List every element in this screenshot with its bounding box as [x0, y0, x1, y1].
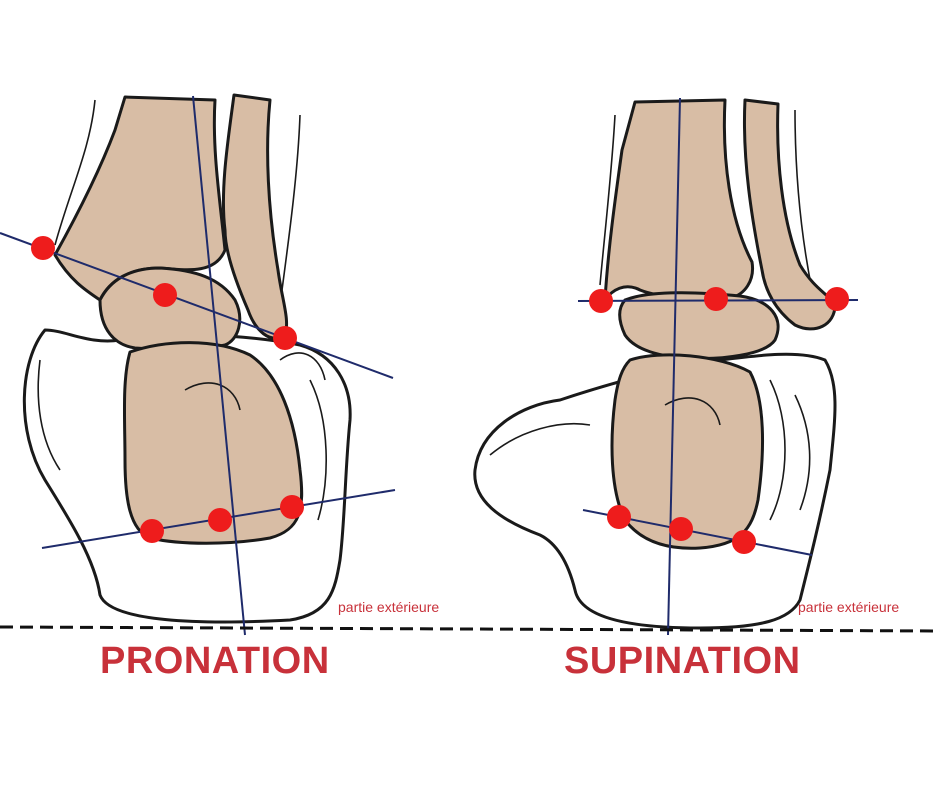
right-leg-axis [667, 97, 681, 636]
pronation-title: PRONATION [100, 640, 330, 682]
left-marker-medial-malleolus [31, 236, 55, 260]
left-marker-talus [153, 283, 177, 307]
left-marker-heel-outer [280, 495, 304, 519]
right-fibula [742, 98, 837, 331]
left-fibula [221, 93, 289, 340]
left-marker-heel-center [208, 508, 232, 532]
right-marker-talus [704, 287, 728, 311]
right-talus [618, 291, 780, 360]
left-leg-outline-inner [54, 99, 96, 246]
pronation-illustration [0, 93, 396, 636]
pronation-side-label: partie extérieure [338, 599, 440, 615]
right-marker-heel-outer [732, 530, 756, 554]
left-calcaneus [122, 341, 304, 545]
right-leg-outline-inner [599, 114, 616, 286]
supination-side-label: partie extérieure [798, 599, 900, 615]
supination-title: SUPINATION [564, 640, 801, 682]
left-leg-outline-outer [281, 114, 301, 291]
right-marker-lateral-malleolus [825, 287, 849, 311]
right-marker-heel-inner [607, 505, 631, 529]
left-malleolar-axis [0, 232, 394, 379]
left-talus [98, 266, 242, 351]
left-leg-axis [192, 95, 246, 636]
left-marker-heel-inner [140, 519, 164, 543]
ground-line [0, 625, 940, 633]
right-leg-outline-outer [794, 109, 813, 291]
supination-illustration [473, 97, 859, 636]
right-marker-medial-malleolus [589, 289, 613, 313]
right-marker-heel-center [669, 517, 693, 541]
left-marker-lateral-malleolus [273, 326, 297, 350]
right-calcaneus [610, 353, 765, 550]
